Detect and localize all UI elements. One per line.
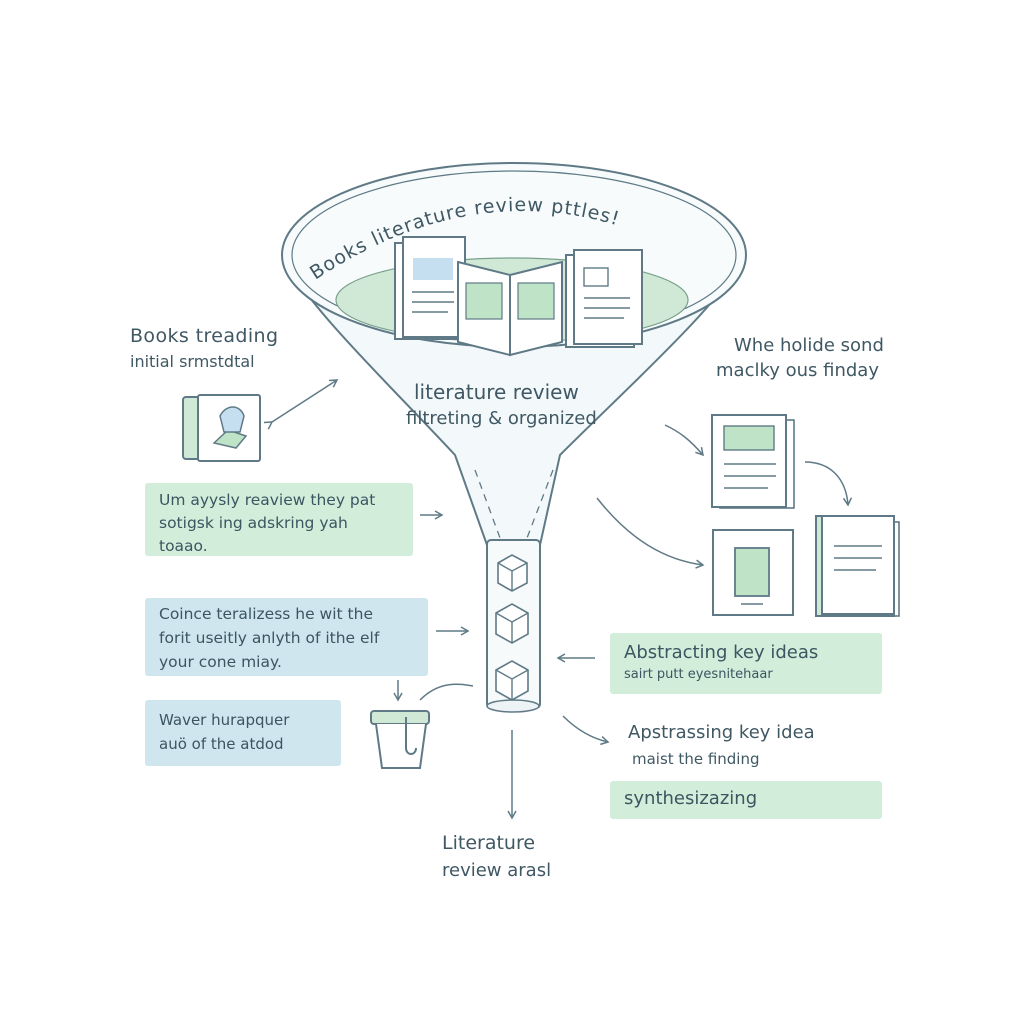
funnel-center-subtitle: filtreting & organized bbox=[406, 408, 597, 429]
output-subtitle: review arasl bbox=[442, 860, 552, 881]
waver-note-line: Waver hurapquer bbox=[159, 711, 290, 729]
book-icon bbox=[182, 394, 261, 462]
books-in-funnel-icon bbox=[394, 236, 643, 357]
book-icon bbox=[815, 515, 900, 617]
concept-note-box: Coince teralizess he wit the forit useit… bbox=[145, 598, 428, 676]
cube-icon bbox=[495, 603, 529, 644]
document-icon bbox=[712, 529, 794, 616]
concept-note-line: Coince teralizess he wit the bbox=[159, 605, 373, 623]
review-note-line: sotigsk ing adskring yah bbox=[159, 514, 348, 532]
abstracting-box: Abstracting key ideas sairt putt eyesnit… bbox=[610, 633, 882, 694]
cube-icon bbox=[497, 554, 528, 592]
cup-icon bbox=[370, 710, 430, 769]
books-reading-label: Books treading bbox=[130, 325, 279, 347]
waver-note-line: auö of the atdod bbox=[159, 735, 284, 753]
right-top-label-2: maclky ous finday bbox=[716, 360, 879, 381]
waver-note-box: Waver hurapquer auö of the atdod bbox=[145, 700, 341, 766]
finding-label: maist the finding bbox=[632, 750, 760, 768]
review-note-box: Um ayysly reaview they pat sotigsk ing a… bbox=[145, 483, 413, 556]
review-note-line: Um ayysly reaview they pat bbox=[159, 491, 376, 509]
review-note-line: toaao. bbox=[159, 537, 208, 555]
abstracting-label: Apstrassing key idea bbox=[628, 722, 815, 743]
initial-screening-label: initial srmstdtal bbox=[130, 352, 255, 371]
concept-note-line: forit useitly anlyth of ithe elf bbox=[159, 629, 380, 647]
cube-icon bbox=[495, 660, 529, 701]
synthesizing-box: synthesizazing bbox=[610, 781, 882, 819]
abstracting-subtitle: sairt putt eyesnitehaar bbox=[624, 667, 773, 682]
concept-note-line: your cone miay. bbox=[159, 653, 282, 671]
funnel-center-title: literature review bbox=[414, 380, 579, 404]
right-top-label-1: Whe holide sond bbox=[734, 335, 884, 356]
synthesizing-label: synthesizazing bbox=[624, 788, 758, 809]
output-title: Literature bbox=[442, 832, 536, 854]
arrows bbox=[263, 379, 853, 820]
document-icon bbox=[711, 414, 795, 509]
abstracting-title: Abstracting key ideas bbox=[624, 642, 819, 663]
